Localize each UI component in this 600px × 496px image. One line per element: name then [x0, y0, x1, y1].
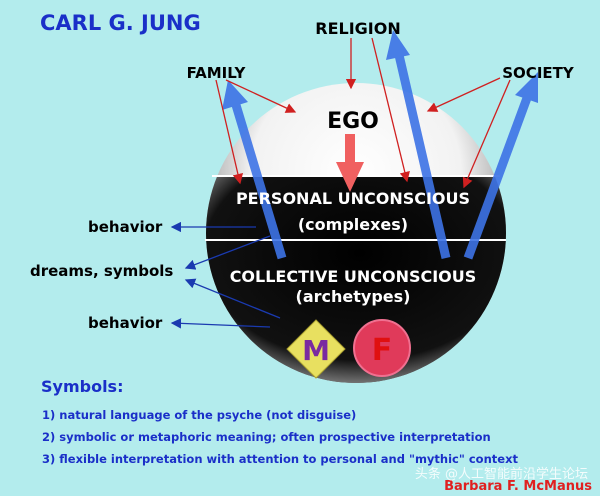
label-archetypes: (archetypes) — [296, 287, 411, 306]
influence-lines — [215, 37, 511, 189]
symbols-item: 3) flexible interpretation with attentio… — [42, 452, 518, 466]
page-title: CARL G. JUNG — [40, 11, 201, 35]
watermark: 头条 @人工智能前沿学生论坛 — [415, 466, 588, 482]
label-family: FAMILY — [187, 64, 247, 82]
label-dreams-symbols: dreams, symbols — [30, 262, 173, 280]
output-lines — [170, 221, 281, 329]
symbols-item: 2) symbolic or metaphoric meaning; often… — [42, 430, 491, 444]
blue-arrows — [222, 30, 538, 260]
symbols-heading: Symbols: — [41, 377, 123, 396]
label-behavior-top: behavior — [88, 218, 163, 236]
label-complexes: (complexes) — [298, 215, 408, 234]
label-personal-unconscious: PERSONAL UNCONSCIOUS — [236, 189, 470, 208]
label-ego: EGO — [327, 109, 379, 134]
symbols-item: 1) natural language of the psyche (not d… — [42, 408, 356, 422]
label-collective-unconscious: COLLECTIVE UNCONSCIOUS — [230, 267, 477, 286]
label-society: SOCIETY — [502, 64, 575, 82]
svg-text:M: M — [302, 334, 330, 367]
author-credit: Barbara F. McManus — [444, 479, 592, 494]
anima-m-symbol: M — [286, 319, 346, 379]
animus-f-symbol: F — [353, 319, 411, 377]
label-behavior-bottom: behavior — [88, 314, 163, 332]
label-religion: RELIGION — [315, 19, 400, 38]
svg-text:F: F — [372, 333, 393, 368]
ego-arrow-icon — [336, 134, 364, 192]
